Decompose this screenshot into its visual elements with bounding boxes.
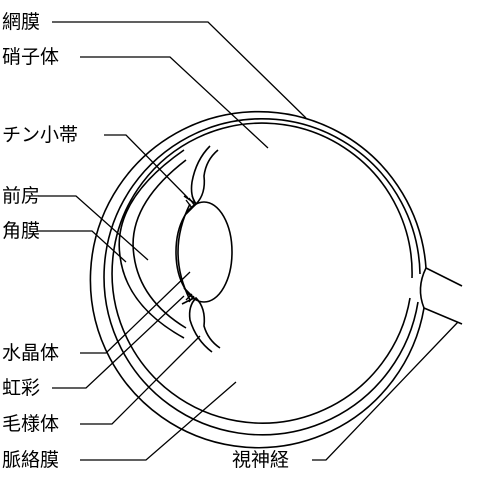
leader-anterior-chamber	[38, 195, 149, 261]
leader-retina	[52, 21, 307, 119]
label-ciliary-body: 毛様体	[2, 413, 59, 435]
choroid-outline	[103, 118, 421, 436]
label-vitreous: 硝子体	[2, 46, 59, 68]
leader-cornea	[38, 230, 127, 263]
optic-nerve-inner	[419, 267, 427, 309]
leader-vitreous	[80, 56, 269, 149]
leader-ciliary-body	[80, 335, 201, 425]
leader-iris	[52, 295, 185, 389]
label-optic-nerve: 視神経	[232, 449, 289, 471]
retina-outline	[111, 122, 413, 424]
ciliary-body-upper	[190, 145, 219, 206]
lens-front-edge	[177, 203, 191, 301]
label-zonule: チン小帯	[2, 124, 78, 146]
leader-lens	[80, 271, 191, 354]
sclera-outline	[89, 110, 463, 449]
cornea-inner	[132, 159, 187, 329]
label-choroid: 脈絡膜	[2, 449, 59, 471]
leader-optic-nerve	[312, 321, 459, 461]
label-cornea: 角膜	[2, 220, 40, 242]
label-lens: 水晶体	[2, 342, 59, 364]
label-anterior-chamber: 前房	[2, 185, 40, 207]
label-retina: 網膜	[2, 11, 40, 33]
leader-choroid	[80, 381, 237, 461]
lens-shape	[175, 201, 233, 303]
leader-zonule	[104, 134, 189, 199]
label-iris: 虹彩	[2, 377, 40, 399]
ciliary-body-lower	[188, 296, 221, 353]
leader-lines	[38, 21, 459, 461]
